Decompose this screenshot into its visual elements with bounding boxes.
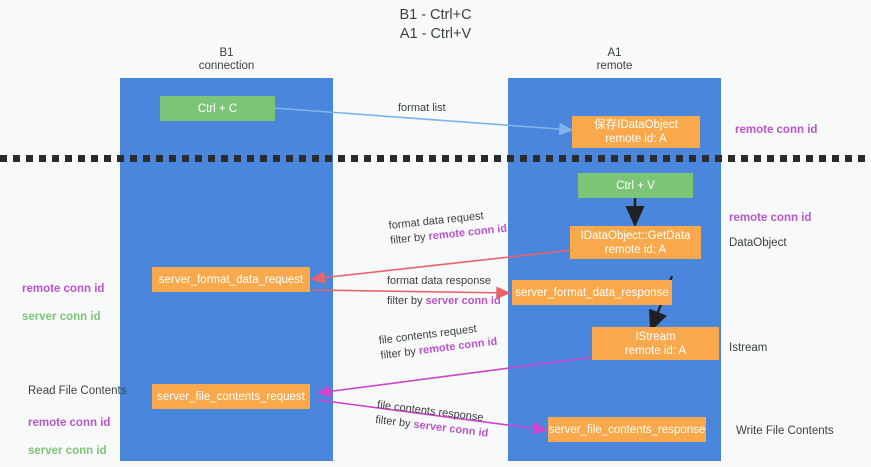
edge-label-format-data-request: format data request filter by remote con… bbox=[388, 207, 508, 249]
node-ctrl-c[interactable]: Ctrl + C bbox=[160, 96, 275, 121]
annotation-left-read-file-contents: Read File Contents bbox=[28, 385, 127, 397]
annotation-right-top-remote-conn-id: remote conn id bbox=[735, 124, 818, 136]
edge-label-format-data-response-text: format data response bbox=[387, 275, 491, 287]
node-server-format-data-response[interactable]: server_format_data_response bbox=[512, 280, 672, 305]
annotation-right-dataobject: DataObject bbox=[729, 237, 787, 249]
edge-label-format-list: format list bbox=[398, 102, 446, 114]
node-idataobject-getdata[interactable]: IDataObject::GetData remote id: A bbox=[570, 226, 701, 259]
node-save-idataobject[interactable]: 保存IDataObject remote id: A bbox=[572, 116, 700, 148]
annotation-left-bot-remote-conn-id: remote conn id bbox=[28, 417, 111, 429]
edge-label-file-contents-request: file contents request filter by remote c… bbox=[378, 320, 498, 364]
node-ctrl-v[interactable]: Ctrl + V bbox=[578, 173, 693, 198]
page-title: B1 - Ctrl+C A1 - Ctrl+V bbox=[399, 7, 472, 42]
annotation-right-mid-remote-conn-id: remote conn id bbox=[729, 212, 812, 224]
node-istream[interactable]: IStream remote id: A bbox=[592, 327, 719, 360]
annotation-left-bot-conn-ids: remote conn id server conn id bbox=[28, 402, 110, 467]
annotation-left-bot-server-conn-id: server conn id bbox=[28, 445, 107, 457]
lane-header-a1: A1 remote bbox=[596, 47, 633, 72]
node-server-file-contents-request[interactable]: server_file_contents_request bbox=[152, 384, 310, 409]
edge-label-file-contents-response: file contents response filter by server … bbox=[374, 398, 491, 442]
annotation-left-mid-server-conn-id: server conn id bbox=[22, 311, 101, 323]
edge-label-format-data-response: format data response filter by server co… bbox=[387, 274, 501, 309]
node-server-file-contents-response[interactable]: server_file_contents_response bbox=[548, 417, 706, 442]
phase-divider bbox=[0, 155, 871, 162]
annotation-left-mid-conn-ids: remote conn id server conn id bbox=[22, 268, 104, 338]
node-server-format-data-request[interactable]: server_format_data_request bbox=[152, 267, 310, 292]
annotation-left-mid-remote-conn-id: remote conn id bbox=[22, 283, 105, 295]
lane-header-b1: B1 connection bbox=[198, 47, 255, 72]
annotation-right-istream: Istream bbox=[729, 342, 768, 354]
edge-label-format-data-response-filter: filter by server conn id bbox=[387, 295, 501, 307]
annotation-right-write-file-contents: Write File Contents bbox=[736, 425, 834, 437]
